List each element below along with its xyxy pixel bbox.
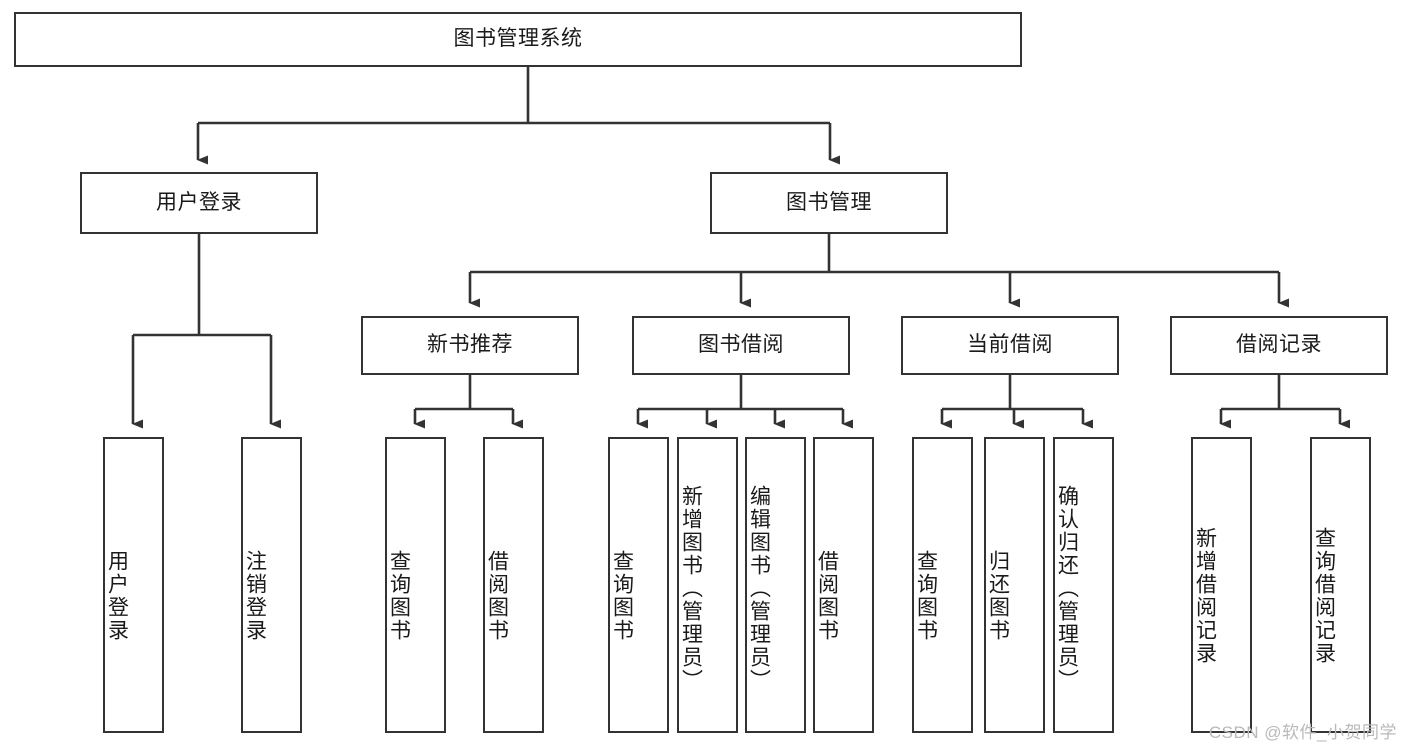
leaf-query-borrow-record[interactable]: 查询借阅记录 [1310,437,1371,733]
leaf-logout-login-label: 注销登录 [243,550,267,642]
node-borrow-record[interactable]: 借阅记录 [1170,316,1388,375]
node-book-borrow[interactable]: 图书借阅 [632,316,850,375]
leaf-query-book-borrow[interactable]: 查询图书 [608,437,669,733]
leaf-add-borrow-record-label: 新增借阅记录 [1193,527,1217,665]
leaf-user-login[interactable]: 用户登录 [103,437,164,733]
node-root-label: 图书管理系统 [453,27,583,51]
leaf-query-book-current-label: 查询图书 [914,550,938,642]
node-new-book-recommend-label: 新书推荐 [427,333,513,357]
leaf-logout-login[interactable]: 注销登录 [241,437,302,733]
leaf-return-book-label: 归还图书 [986,550,1010,642]
leaf-query-book-current[interactable]: 查询图书 [912,437,973,733]
node-user-login[interactable]: 用户登录 [80,172,318,234]
leaf-edit-book-admin[interactable]: 编辑图书（管理员） [745,437,806,733]
node-new-book-recommend[interactable]: 新书推荐 [361,316,579,375]
node-book-management[interactable]: 图书管理 [710,172,948,234]
leaf-edit-book-admin-label: 编辑图书（管理员） [747,484,771,692]
node-root[interactable]: 图书管理系统 [14,12,1022,67]
leaf-query-book-recommend-label: 查询图书 [387,550,411,642]
leaf-query-book-recommend[interactable]: 查询图书 [385,437,446,733]
leaf-return-book[interactable]: 归还图书 [984,437,1045,733]
leaf-add-book-admin[interactable]: 新增图书（管理员） [677,437,738,733]
leaf-confirm-return-admin[interactable]: 确认归还（管理员） [1053,437,1114,733]
node-borrow-record-label: 借阅记录 [1236,333,1322,357]
leaf-user-login-label: 用户登录 [105,550,129,642]
node-book-management-label: 图书管理 [786,190,872,214]
leaf-borrow-book[interactable]: 借阅图书 [813,437,874,733]
node-current-borrow-label: 当前借阅 [967,333,1053,357]
leaf-borrow-book-label: 借阅图书 [815,550,839,642]
node-current-borrow[interactable]: 当前借阅 [901,316,1119,375]
leaf-add-borrow-record[interactable]: 新增借阅记录 [1191,437,1252,733]
leaf-confirm-return-admin-label: 确认归还（管理员） [1055,484,1079,692]
leaf-query-book-borrow-label: 查询图书 [610,550,634,642]
leaf-borrow-book-recommend-label: 借阅图书 [485,550,509,642]
node-book-borrow-label: 图书借阅 [698,333,784,357]
node-user-login-label: 用户登录 [156,190,242,214]
leaf-query-borrow-record-label: 查询借阅记录 [1312,527,1336,665]
watermark: CSDN @软件_小贺同学 [1208,723,1397,742]
leaf-borrow-book-recommend[interactable]: 借阅图书 [483,437,544,733]
leaf-add-book-admin-label: 新增图书（管理员） [679,484,703,692]
